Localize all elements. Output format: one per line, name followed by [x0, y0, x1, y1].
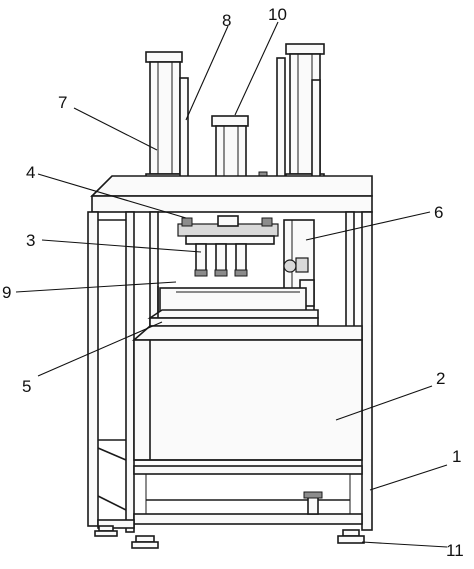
callout-5: 5: [22, 377, 31, 396]
callout-6: 6: [434, 203, 443, 222]
callout-4: 4: [26, 163, 35, 182]
callout-3: 3: [26, 231, 35, 250]
jack-screw: [303, 491, 323, 515]
left-cylinder: [145, 51, 183, 187]
punch-pins: [194, 243, 248, 277]
left-guide-rod: [178, 77, 190, 191]
top-plate: [90, 175, 373, 213]
foot: [94, 525, 365, 549]
lower-cabinet: [131, 325, 363, 461]
leader-lines: [15, 21, 448, 548]
callout-1: 1: [452, 447, 461, 466]
callout-2: 2: [436, 369, 445, 388]
callout-11: 11: [446, 541, 464, 560]
callout-8: 8: [222, 11, 231, 30]
callout-10: 10: [268, 5, 287, 24]
callout-7: 7: [58, 93, 67, 112]
frame: [87, 211, 373, 533]
callout-9: 9: [2, 283, 11, 302]
right-cylinder: [275, 43, 325, 191]
upper-plate: [177, 215, 279, 245]
